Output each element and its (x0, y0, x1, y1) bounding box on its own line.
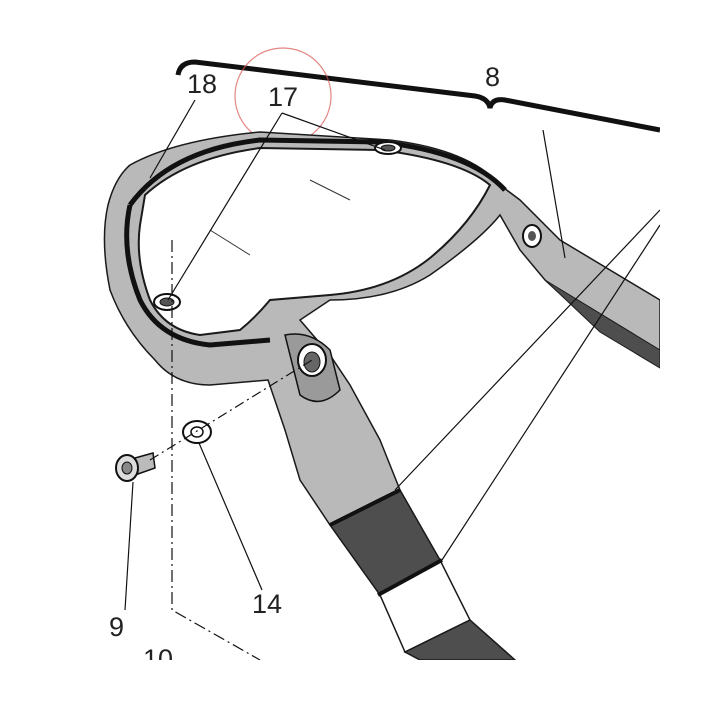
callout-18: 18 (187, 69, 217, 99)
lens-shine-2 (209, 229, 251, 256)
seal-strip-lower (124, 204, 271, 348)
assembly-bracket (175, 59, 661, 133)
seal-strip (127, 137, 507, 207)
callout-14: 14 (252, 589, 282, 619)
boundary-line-10 (171, 240, 261, 661)
pivot-hole-right (522, 224, 542, 248)
leader-17b (281, 112, 386, 151)
lens-inner (137, 146, 492, 337)
leader-14 (198, 442, 263, 591)
callout-17: 17 (268, 82, 298, 112)
leader-8 (542, 129, 566, 259)
assembly-axis (149, 359, 313, 461)
band-divider-1 (329, 488, 401, 527)
leader-9 (124, 481, 134, 611)
leader-18 (149, 99, 196, 179)
leader-8b (394, 209, 661, 491)
leader-17a (167, 112, 283, 301)
crop-bottom (0, 660, 720, 720)
callout-9: 9 (109, 612, 124, 642)
lens-shine-1 (309, 179, 351, 201)
band-divider-2 (377, 558, 443, 597)
callout-8: 8 (485, 62, 500, 92)
crop-right (660, 0, 720, 720)
screw-part (115, 452, 156, 482)
leader-8c (441, 224, 661, 561)
screw-boss-left (153, 293, 181, 311)
threaded-boss (284, 333, 341, 403)
